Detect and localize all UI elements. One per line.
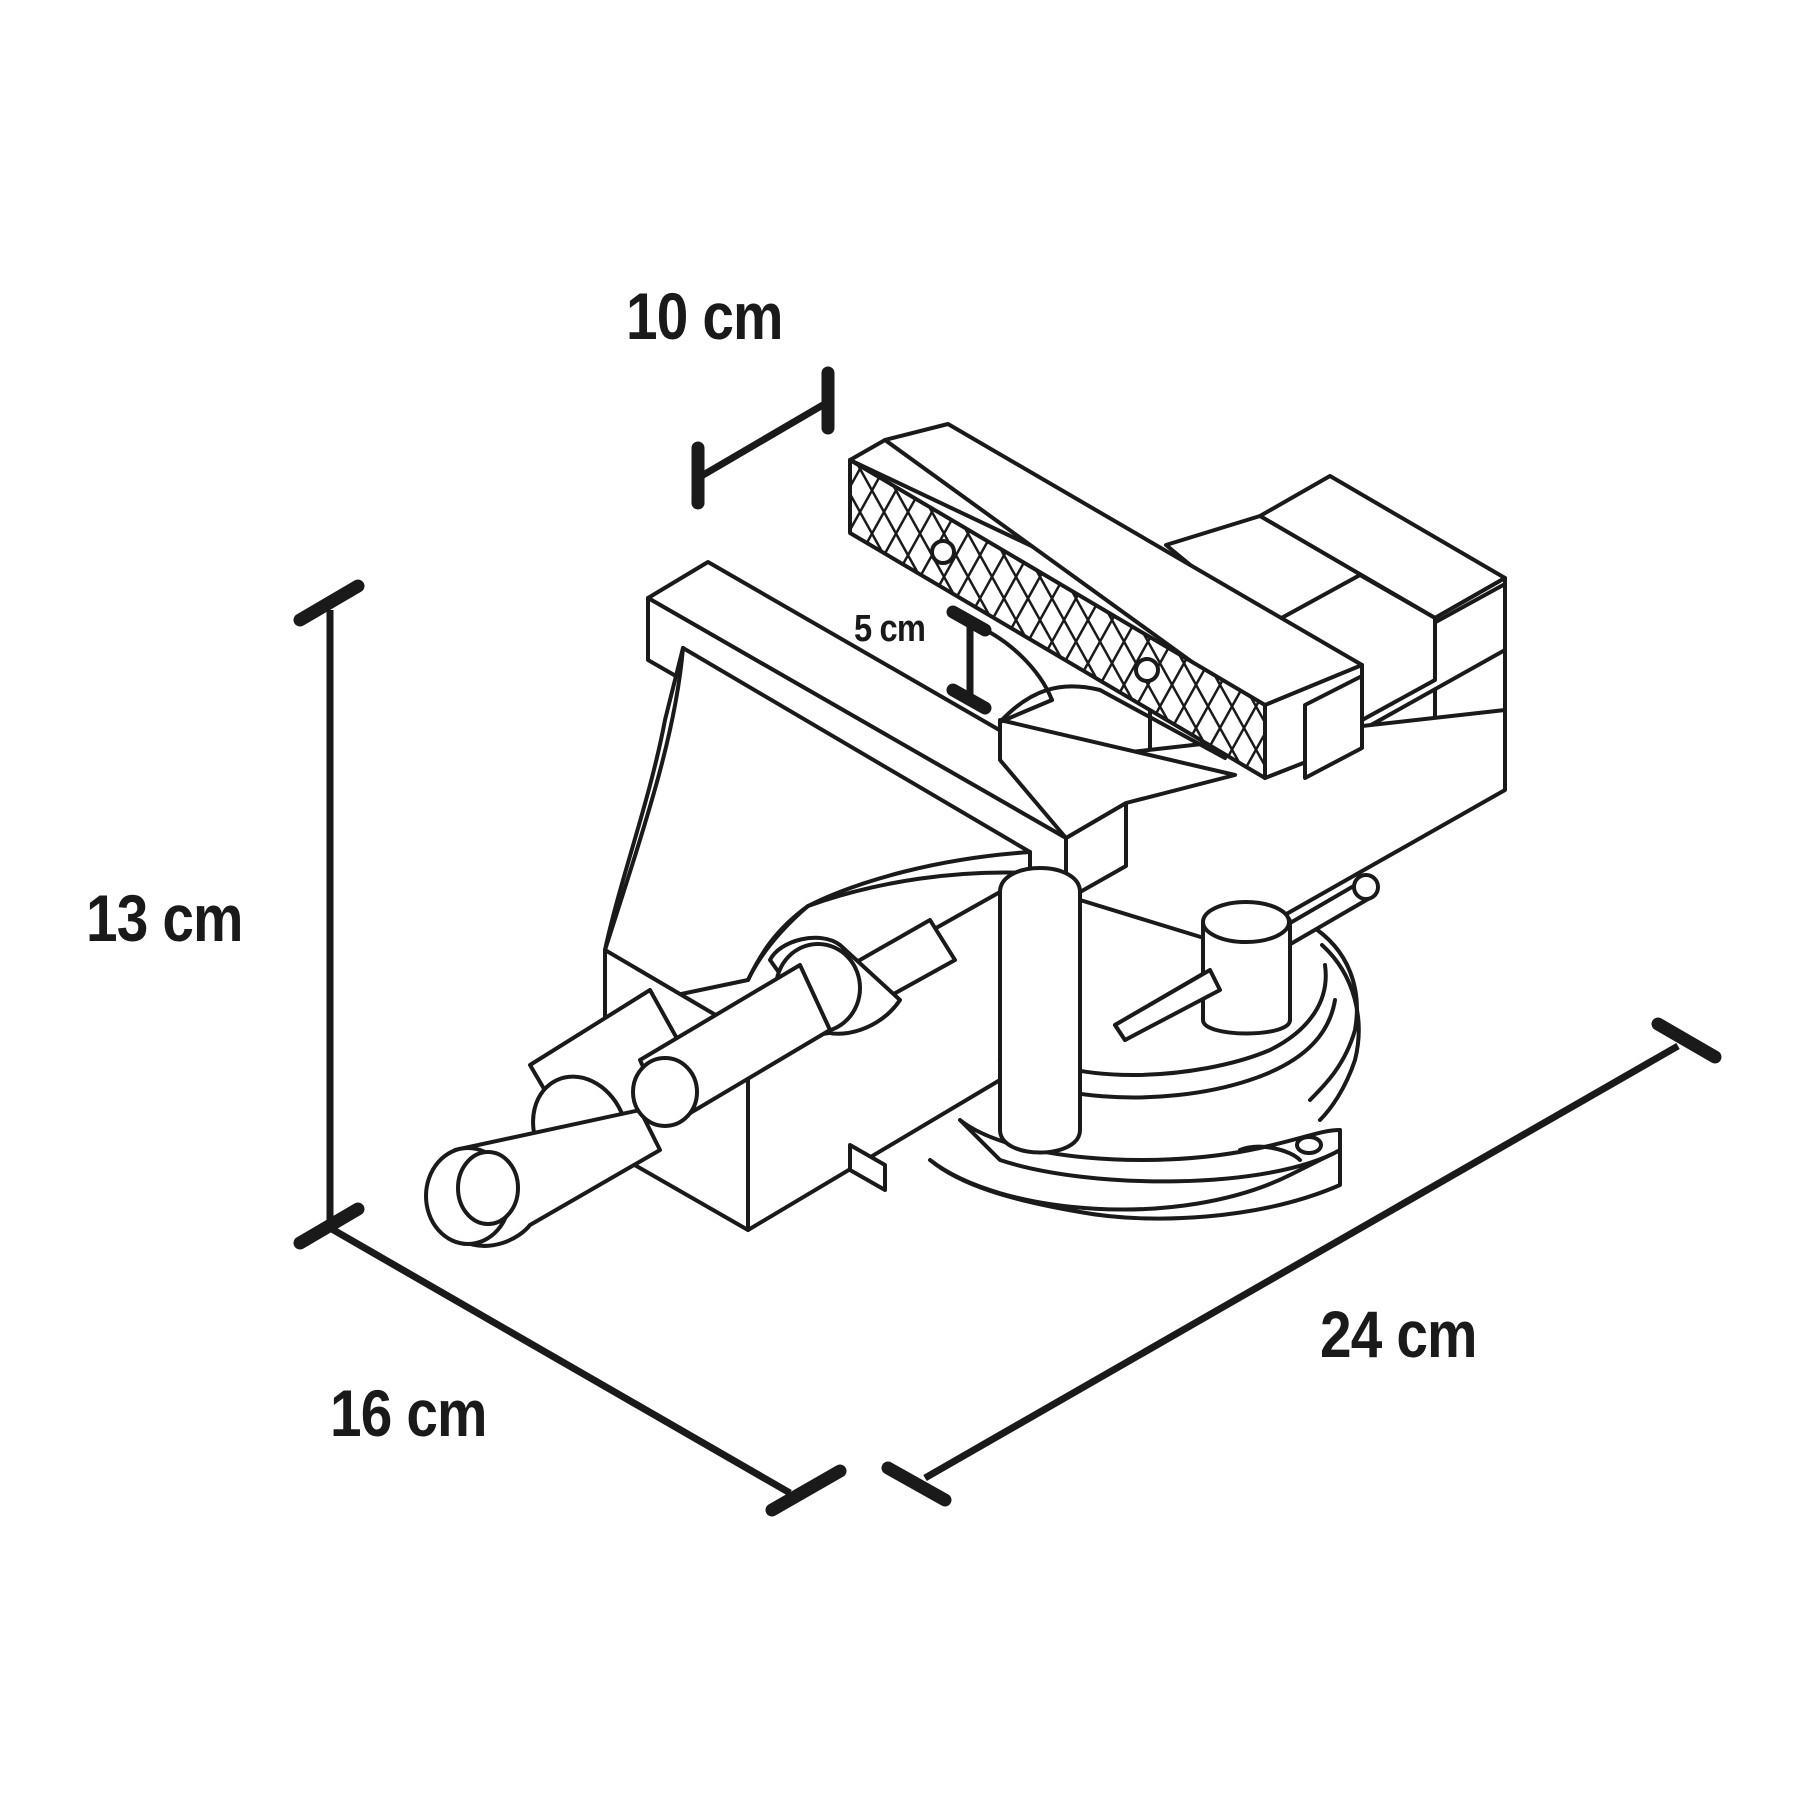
hatch-line	[388, 440, 588, 800]
hatch-line	[1516, 440, 1716, 800]
hatch-line	[1588, 440, 1788, 800]
fixed-jaw	[848, 422, 1364, 780]
hatch-line	[1492, 440, 1692, 800]
hatch-line	[364, 440, 564, 800]
dimension-length-line	[881, 1017, 1722, 1507]
hatch-line	[1612, 440, 1800, 800]
hatch-line	[1492, 440, 1692, 800]
hatch-line	[1564, 440, 1764, 800]
hatch-line	[1684, 440, 1800, 800]
jaw-opening-label: 5 cm	[854, 608, 926, 650]
hatch-line	[412, 440, 612, 800]
dimension-depth-line	[328, 1224, 847, 1517]
hatch-line	[1226, 460, 1265, 778]
width-label: 10 cm	[626, 279, 784, 353]
hatch-line	[388, 440, 588, 800]
hatch-line	[436, 440, 636, 800]
hatch-line	[340, 440, 540, 800]
jaw-opening-arc	[973, 623, 1054, 702]
length-label: 24 cm	[1320, 1297, 1478, 1371]
dimension-width-line	[691, 366, 835, 510]
hatch-line	[850, 460, 950, 778]
hatch-line	[1516, 440, 1716, 800]
hatch-line	[1636, 440, 1800, 800]
hatch-line	[1636, 440, 1800, 800]
hatch-line	[1756, 440, 1800, 800]
centre-post	[998, 866, 1082, 1155]
height-label: 13 cm	[86, 881, 244, 955]
hatch-line	[1178, 460, 1265, 778]
jaw-screws	[930, 539, 1160, 683]
hatch-line	[850, 460, 902, 778]
hatch-line	[1540, 440, 1740, 800]
hatch-line	[364, 440, 564, 800]
hatch-line	[1708, 440, 1800, 800]
hatch-line	[1612, 440, 1800, 800]
hatch-line	[1756, 440, 1800, 800]
hatch-line	[412, 440, 612, 800]
hatch-line	[436, 440, 636, 800]
side-lock-handle	[1113, 873, 1380, 1042]
hatch-line	[1564, 440, 1764, 800]
hatch-line	[1684, 440, 1800, 800]
hatch-line	[1708, 440, 1800, 800]
hatch-line	[340, 440, 540, 800]
hatch-line	[1202, 460, 1265, 778]
hatch-line	[1660, 440, 1800, 800]
hatch-line	[1540, 440, 1740, 800]
depth-label: 16 cm	[330, 1376, 488, 1450]
hatch-line	[850, 460, 926, 778]
hatch-line	[1660, 440, 1800, 800]
dimension-height-line	[293, 579, 365, 1250]
hatch-line	[1732, 440, 1800, 800]
hatch-line	[460, 440, 660, 800]
hatch-line	[1732, 440, 1800, 800]
handle-crossbar	[631, 963, 832, 1128]
hatch-line	[1588, 440, 1788, 800]
hatch-line	[460, 440, 660, 800]
